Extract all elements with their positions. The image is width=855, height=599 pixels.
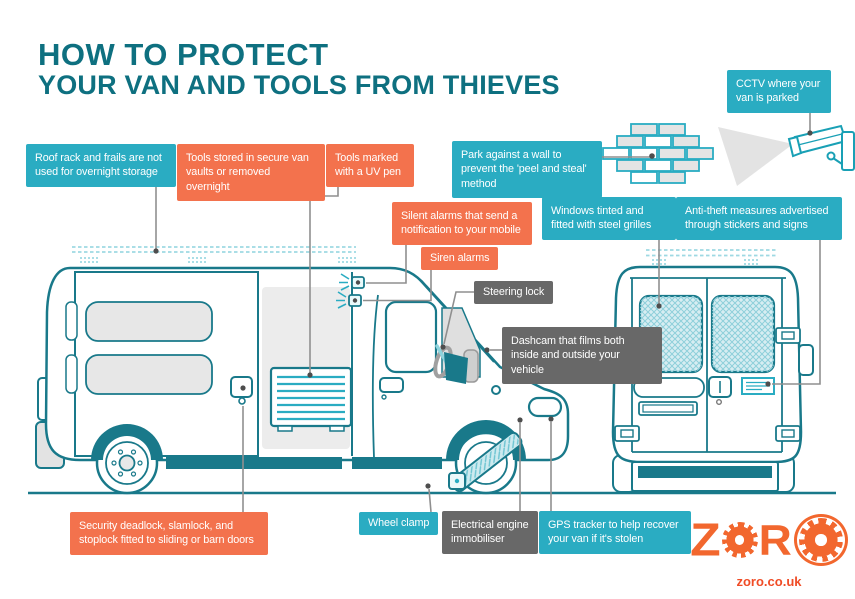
side-mirror-icon xyxy=(444,349,479,384)
callout-cctv: CCTV where your van is parked xyxy=(727,70,831,113)
page-title: HOW TO PROTECT YOUR VAN AND TOOLS FROM T… xyxy=(38,38,560,101)
callout-dashcam: Dashcam that films both inside and outsi… xyxy=(502,327,662,384)
camera-light-cone xyxy=(718,127,793,186)
logo-website: zoro.co.uk xyxy=(736,574,802,589)
callout-security-deadlock: Security deadlock, slamlock, and stoploc… xyxy=(70,512,268,555)
brick-wall-icon xyxy=(602,123,714,184)
door-lock-icon xyxy=(230,376,253,405)
tool-vault-icon xyxy=(269,366,353,432)
callout-wheel-clamp: Wheel clamp xyxy=(359,512,439,536)
callout-roof-rack: Roof rack and frails are not used for ov… xyxy=(26,144,176,187)
callout-windows-tinted: Windows tinted and fitted with steel gri… xyxy=(542,197,676,240)
callout-siren-alarms: Siren alarms xyxy=(421,247,499,271)
side-van-illustration xyxy=(35,246,570,495)
roof-rack-dashed-line xyxy=(646,249,776,265)
leader-lines xyxy=(153,106,821,513)
callout-engine-immobiliser: Electrical engine immobiliser xyxy=(442,511,538,554)
callout-silent-alarms: Silent alarms that send a notification t… xyxy=(392,202,532,245)
callout-gps-tracker: GPS tracker to help recover your van if … xyxy=(539,511,691,554)
cctv-camera-icon xyxy=(718,124,855,186)
rear-wheel-icon xyxy=(91,424,163,495)
sawblade-o-icon xyxy=(721,522,758,558)
side-mirror-icon xyxy=(798,344,814,376)
headlight-icon xyxy=(527,396,563,418)
sawblade-ring xyxy=(793,514,848,566)
roof-rack-dashed-line xyxy=(72,246,358,263)
callout-tools-stored: Tools stored in secure van vaults or rem… xyxy=(177,144,325,201)
sawblade-o-icon xyxy=(798,518,843,562)
title-line1: HOW TO PROTECT xyxy=(38,37,329,72)
alarm-icon xyxy=(336,291,362,309)
logo-letter: Z xyxy=(690,514,721,566)
wheel-clamp-icon xyxy=(448,431,523,493)
leader-dots xyxy=(153,130,813,489)
callout-steering-lock: Steering lock xyxy=(474,281,554,305)
callout-tools-marked: Tools marked with a UV pen xyxy=(326,144,414,187)
logo-letter: R xyxy=(758,516,792,564)
callout-park-wall: Park against a wall to prevent the 'peel… xyxy=(452,141,602,198)
alarm-icon xyxy=(339,273,365,291)
anti-theft-sticker-icon xyxy=(741,377,775,395)
title-line2: YOUR VAN AND TOOLS FROM THIEVES xyxy=(38,70,560,101)
callout-anti-theft: Anti-theft measures advertised through s… xyxy=(676,197,842,240)
